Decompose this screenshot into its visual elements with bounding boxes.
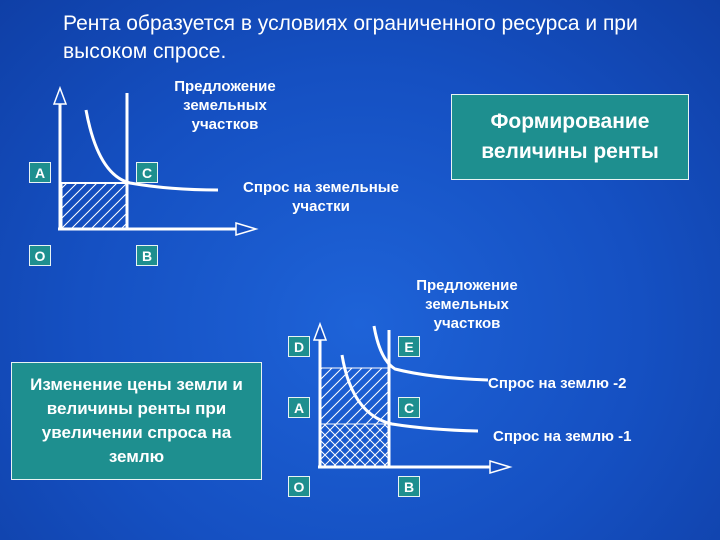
diagram2-point-b: B (398, 476, 420, 497)
diagram1-rent-area (61, 182, 128, 229)
diagram2-demand1-label: Спрос на землю -1 (493, 428, 632, 445)
diagram2-y-arrow (312, 321, 328, 341)
diagram1 (52, 85, 259, 237)
diagram1-demand-label: Спрос на земельные участки (243, 179, 399, 215)
diagram2-supply-label: Предложение земельных участков (416, 277, 518, 332)
diagram1-point-a: A (29, 162, 51, 183)
diagram1-x-arrow (235, 221, 259, 237)
diagram1-point-c: C (136, 162, 158, 183)
diagram1-y-arrow (52, 85, 68, 105)
diagram2-point-o: O (288, 476, 310, 497)
diagram1-demand-curve (84, 109, 219, 192)
diagram2-demand2-label: Спрос на землю -2 (488, 375, 627, 392)
diagram2-demand1-curve (340, 354, 479, 433)
slide-title: Рента образуется в условиях ограниченног… (63, 12, 638, 63)
rent-formation-box: Формирование величины ренты (451, 94, 689, 180)
diagram2 (312, 321, 513, 475)
diagram1-point-b: B (136, 245, 158, 266)
diagram2-demand2-curve (372, 325, 489, 382)
diagram2-point-c: C (398, 397, 420, 418)
diagram1-point-o: O (29, 245, 51, 266)
diagram1-supply-label: Предложение земельных участков (174, 78, 276, 133)
diagram2-point-d: D (288, 336, 310, 357)
diagram2-point-e: E (398, 336, 420, 357)
diagram2-rent-area (319, 423, 390, 468)
rent-change-box: Изменение цены земли и величины ренты пр… (11, 362, 262, 480)
diagram2-x-arrow (489, 459, 513, 475)
diagram2-point-a: A (288, 397, 310, 418)
